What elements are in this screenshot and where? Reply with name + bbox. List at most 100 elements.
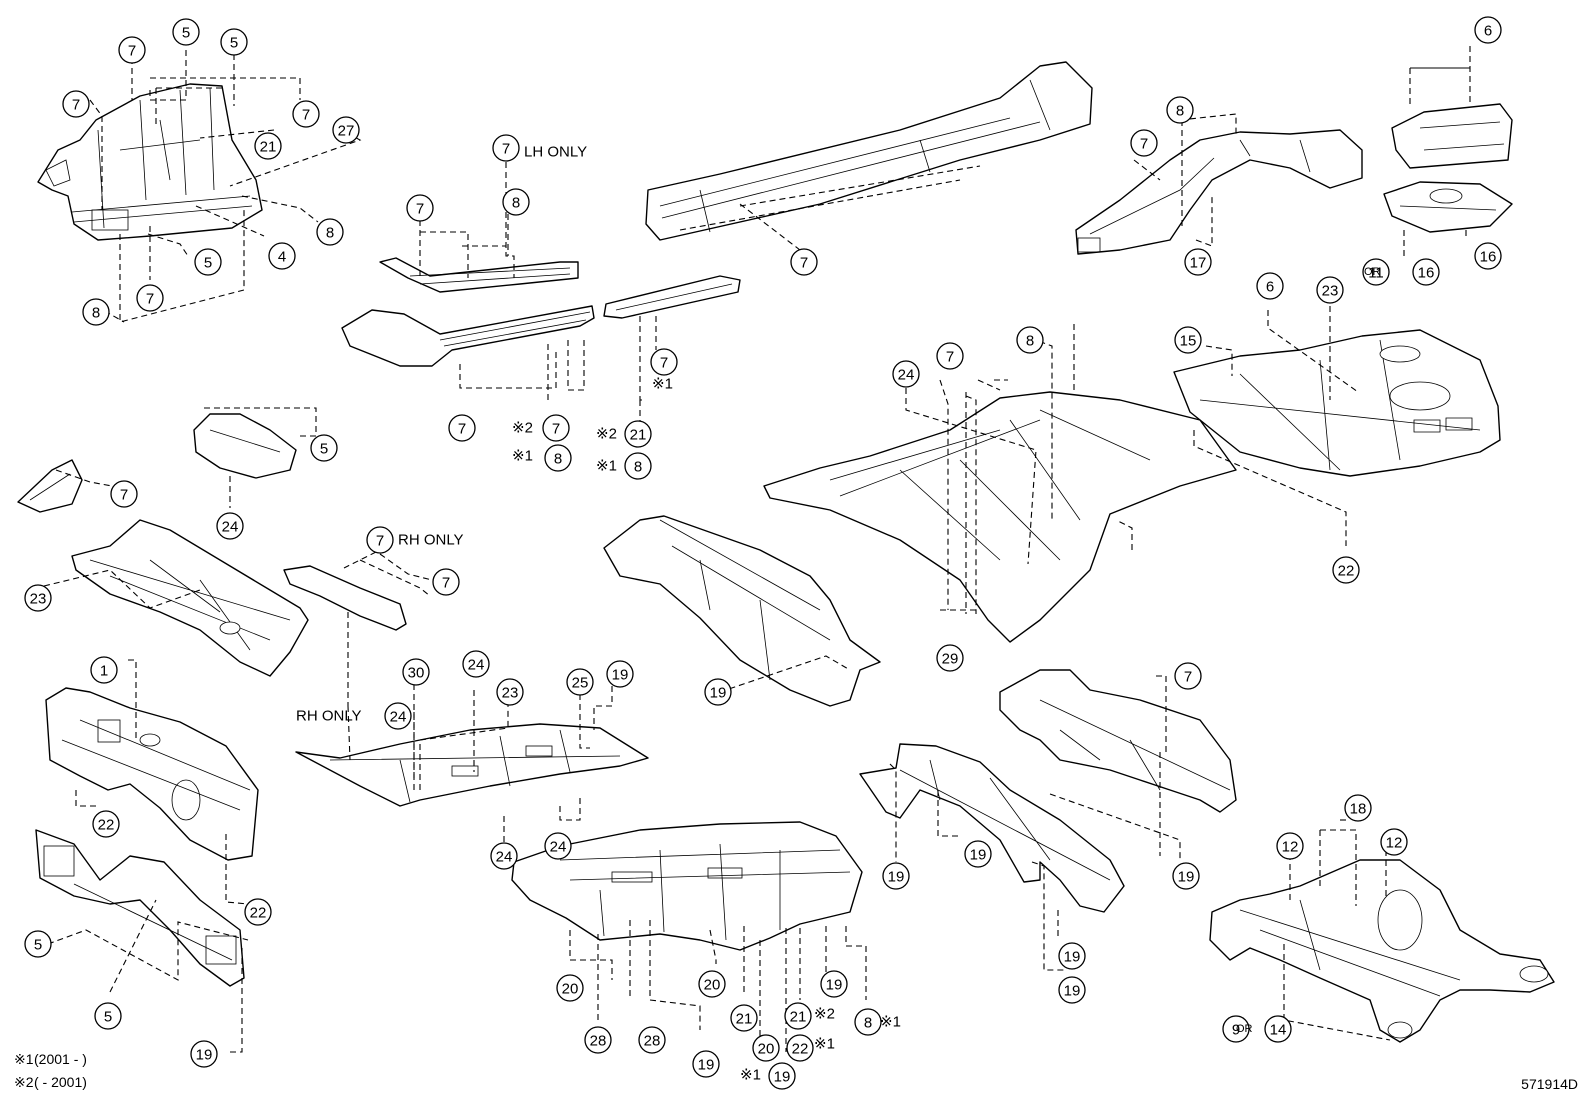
callout-number: 19 (1064, 983, 1081, 1000)
callout-c41: 23 (1316, 276, 1344, 304)
callout-c55: 19 (606, 660, 634, 688)
callout-circle (784, 1002, 812, 1030)
callout-c24: 7 (790, 248, 818, 276)
callout-circle (24, 584, 52, 612)
callout-number: 19 (774, 1069, 791, 1086)
callout-circle (1016, 326, 1044, 354)
marker-note-3: ※1 (512, 448, 533, 465)
cowl-panel-drawing (71, 519, 309, 677)
radiator-support-drawing (603, 515, 881, 707)
callout-c10: 5 (194, 248, 222, 276)
callout-circle (692, 1050, 720, 1078)
diagram-code: 571914D (1521, 1076, 1578, 1092)
callout-circle (1058, 942, 1086, 970)
callout-number: 6 (1266, 279, 1274, 296)
callout-circle (406, 194, 434, 222)
callout-c29: 16 (1474, 242, 1502, 270)
callout-c02: 5 (172, 18, 200, 46)
callout-number: 8 (92, 305, 100, 322)
callout-circle (936, 644, 964, 672)
callout-c05: 7 (292, 100, 320, 128)
lh-only-label: LH ONLY (524, 144, 587, 161)
callout-circle (292, 100, 320, 128)
callout-number: 28 (590, 1033, 607, 1050)
center-floor-pan-drawing (763, 391, 1237, 643)
callout-circle (698, 970, 726, 998)
callout-c62: 19 (964, 840, 992, 868)
callout-circle (316, 218, 344, 246)
callout-circle (92, 810, 120, 838)
callout-number: 30 (408, 665, 425, 682)
callout-c44: 19 (704, 678, 732, 706)
callout-c23: 8 (1166, 96, 1194, 124)
callout-c77: 12 (1276, 832, 1304, 860)
callout-circle (1174, 662, 1202, 690)
legend-mark-2: ※2 (14, 1074, 34, 1090)
callout-number: 16 (1418, 265, 1435, 282)
callout-c79: 12 (1380, 828, 1408, 856)
callout-circle (1474, 16, 1502, 44)
callout-circle (310, 434, 338, 462)
callout-c67: 28 (638, 1026, 666, 1054)
callout-number: 20 (562, 981, 579, 998)
callout-c51: 30 (402, 658, 430, 686)
callout-number: 7 (946, 349, 954, 366)
callout-c34: 7 (366, 526, 394, 554)
marker-note-9: ※1 (880, 1014, 901, 1031)
callout-c31: 24 (216, 512, 244, 540)
callout-circle (1172, 862, 1200, 890)
callout-number: 5 (182, 25, 190, 42)
callout-circle (502, 188, 530, 216)
callout-circle (432, 568, 460, 596)
callout-c37: 7 (936, 342, 964, 370)
marker-note-8: ※1 (740, 1067, 761, 1084)
callout-number: 19 (196, 1047, 213, 1064)
callout-c47: 22 (244, 898, 272, 926)
callout-number: 23 (1322, 283, 1339, 300)
leader-lines (43, 46, 1471, 1053)
callout-c25: 17 (1184, 248, 1212, 276)
callout-circle (1130, 129, 1158, 157)
callout-c61: 19 (882, 862, 910, 890)
callout-number: 7 (458, 421, 466, 438)
callout-c60: 19 (1058, 976, 1086, 1004)
rear-wheelhouse-drawing (1075, 129, 1363, 255)
callout-c04: 7 (62, 90, 90, 118)
callout-number: 24 (550, 839, 567, 856)
callout-number: 18 (1350, 801, 1367, 818)
callout-circle (544, 832, 572, 860)
callout-c73: 22 (786, 1034, 814, 1062)
or-label-1: OR (1364, 266, 1381, 278)
callout-circle (490, 842, 518, 870)
callout-c48: 5 (24, 930, 52, 958)
callout-circle (462, 650, 490, 678)
dash-panel-drawing (45, 687, 259, 861)
callout-circle (216, 512, 244, 540)
callout-number: 24 (468, 657, 485, 674)
floor-side-member-drawing (859, 743, 1125, 913)
callout-number: 9 (1232, 1022, 1240, 1039)
callout-c17: 7 (542, 414, 570, 442)
callout-circle (82, 298, 110, 326)
callout-circle (62, 90, 90, 118)
callout-number: 24 (496, 849, 513, 866)
marker-note-6: ※2 (814, 1006, 835, 1023)
callout-number: 5 (34, 937, 42, 954)
callout-number: 27 (338, 123, 355, 140)
legend-text-2: ( - 2001) (34, 1074, 87, 1090)
callout-c58: 24 (544, 832, 572, 860)
front-side-member-drawing (35, 829, 245, 987)
callout-number: 4 (278, 249, 286, 266)
callout-circle (384, 702, 412, 730)
callout-c07: 27 (332, 116, 360, 144)
callout-number: 23 (502, 685, 519, 702)
callout-circle (172, 18, 200, 46)
callout-number: 19 (970, 847, 987, 864)
callout-c56: 24 (384, 702, 412, 730)
callout-c45: 1 (90, 656, 118, 684)
callout-number: 7 (128, 43, 136, 60)
callout-circle (254, 132, 282, 160)
callout-circle (366, 526, 394, 554)
callout-number: 23 (30, 591, 47, 608)
callout-number: 7 (800, 255, 808, 272)
